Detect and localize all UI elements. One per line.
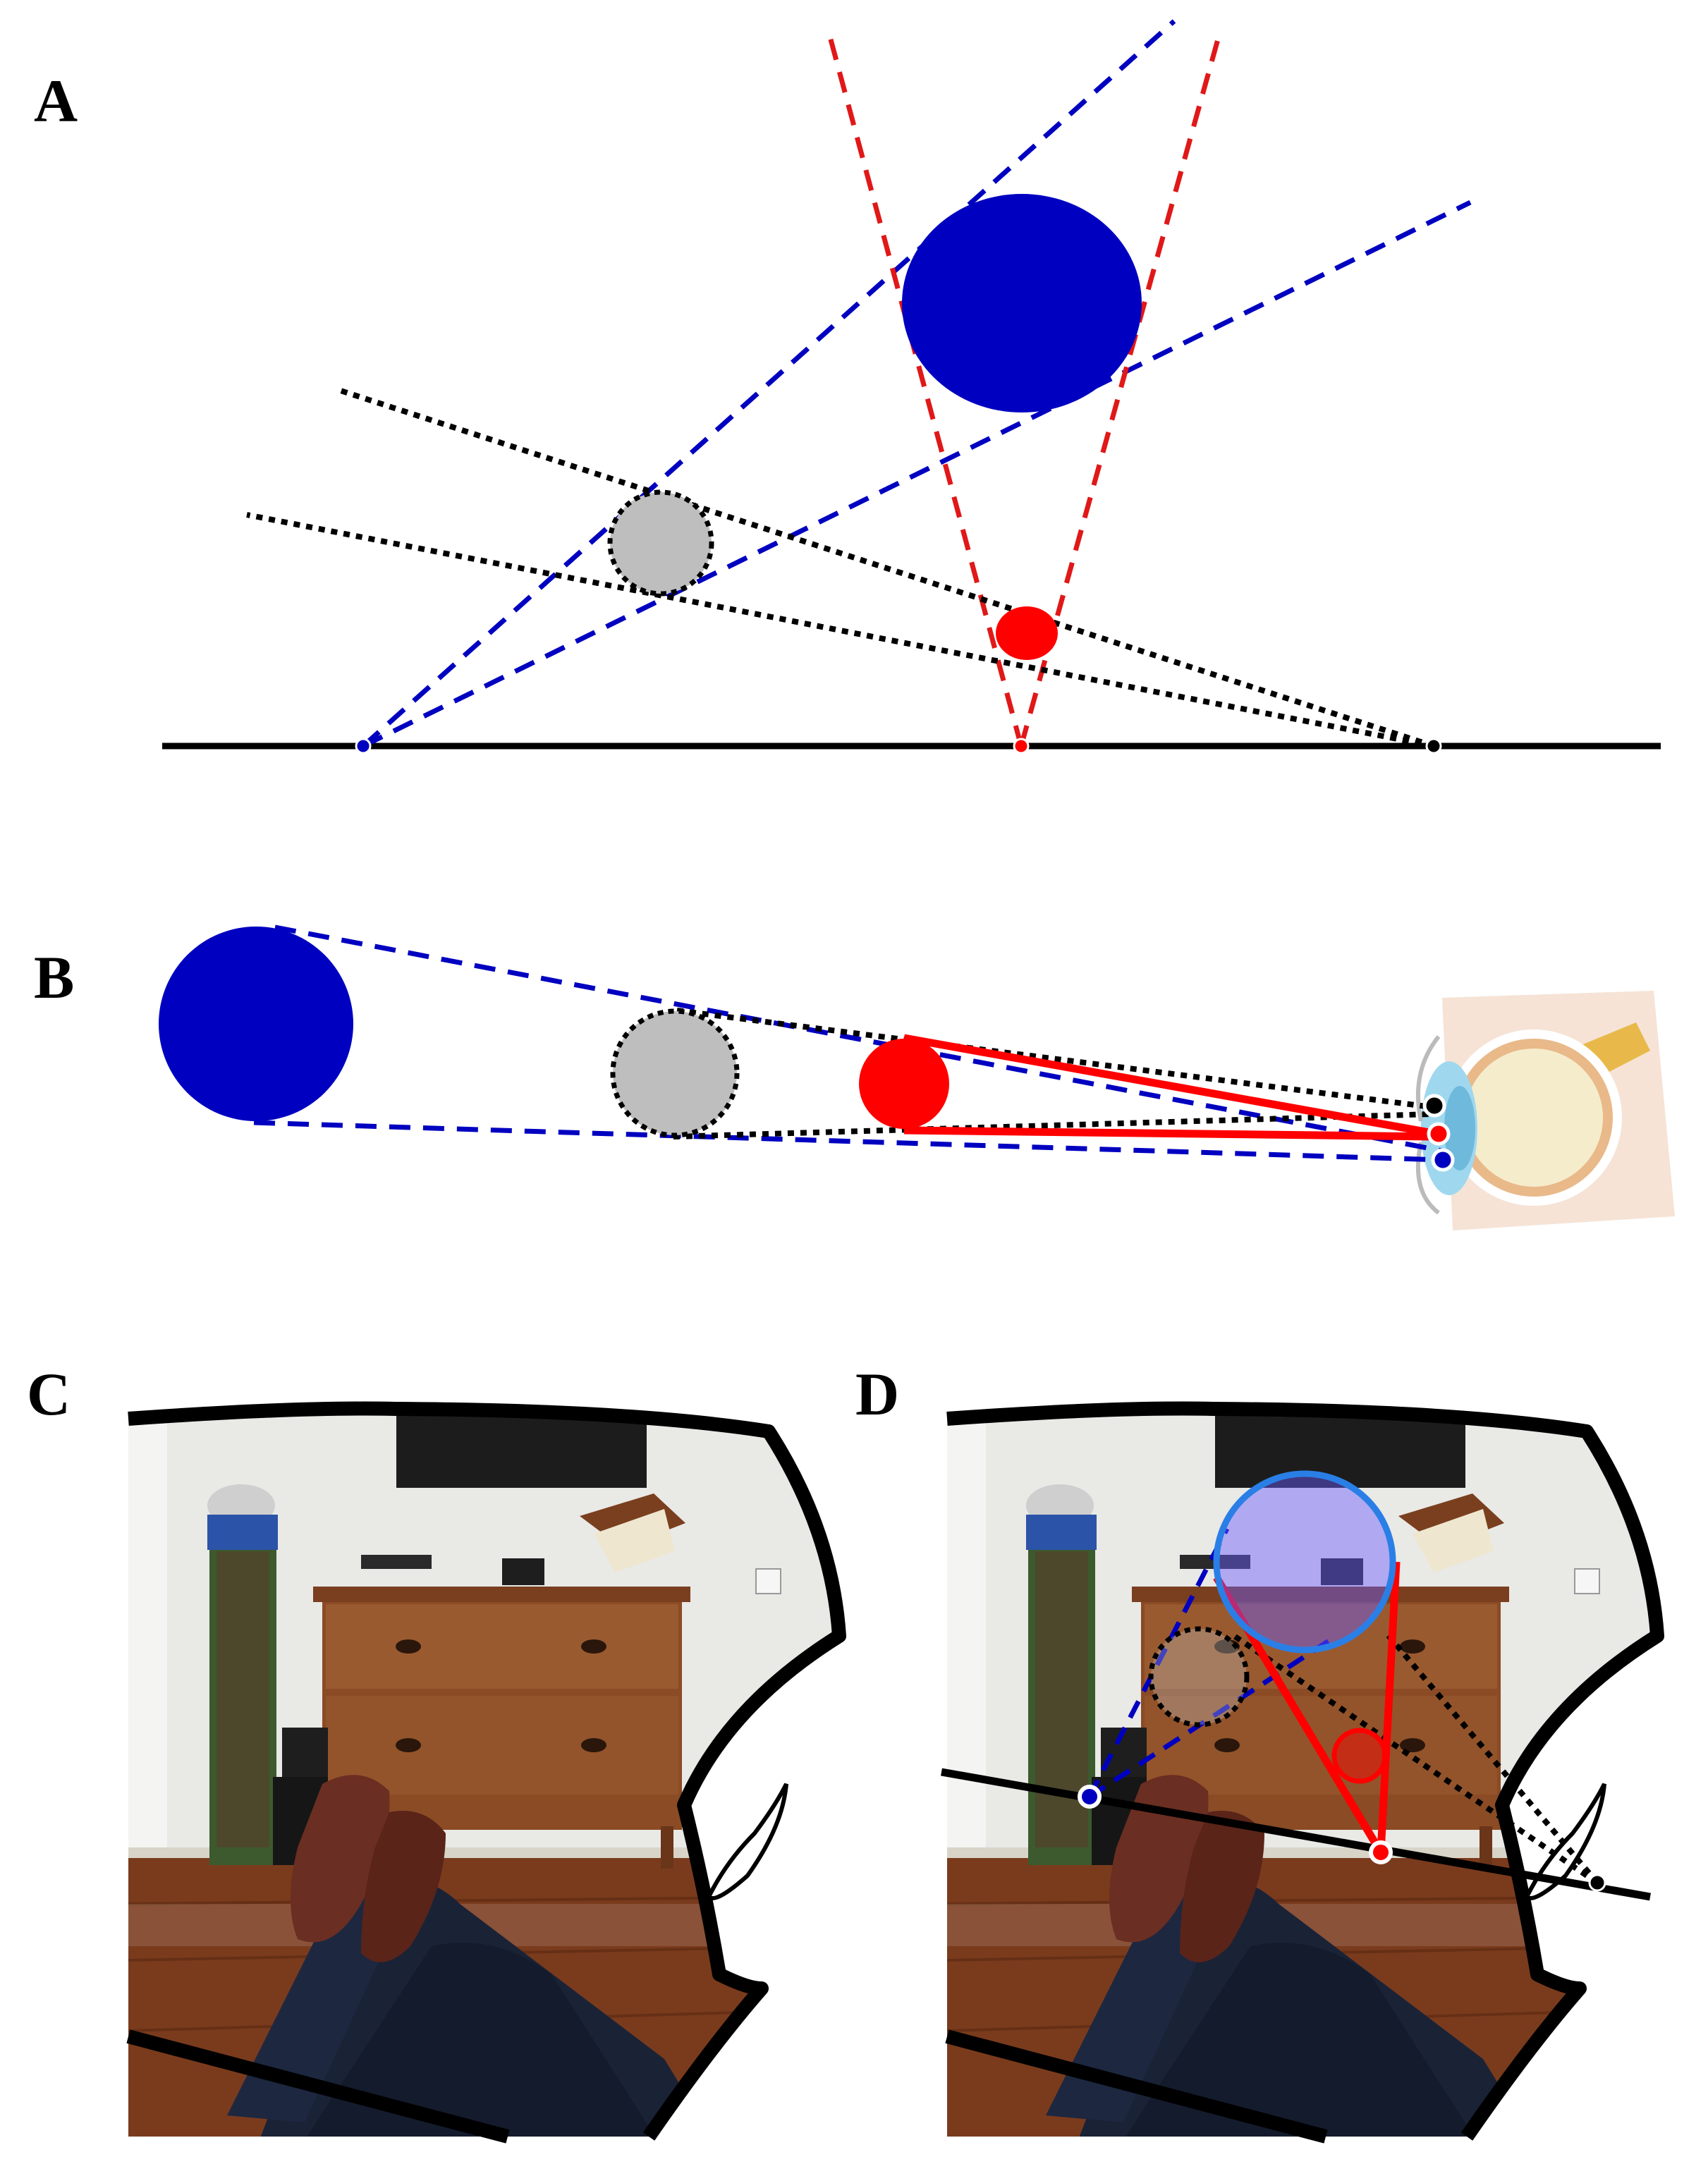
red-ray-left xyxy=(826,31,1024,747)
nose-outline xyxy=(706,1783,788,1900)
blue-viewpoint xyxy=(1431,1148,1455,1172)
blue-viewpoint xyxy=(1078,1785,1102,1809)
gray-circle xyxy=(610,1008,740,1138)
red-circle-overlay xyxy=(1331,1728,1388,1784)
red-ray-bottom xyxy=(903,1126,1438,1141)
blue-ray-left xyxy=(1087,1527,1230,1798)
panel-c-label: C xyxy=(27,1360,71,1428)
blue-ray-top xyxy=(274,924,1443,1154)
eye-cross-section-icon xyxy=(1415,991,1675,1230)
horizon-line xyxy=(941,1768,1651,1901)
blue-circle xyxy=(902,194,1142,413)
panel-b: B xyxy=(34,924,1675,1230)
visual-field-bottom xyxy=(945,2029,1328,2144)
panel-d-label: D xyxy=(855,1360,899,1428)
black-ray-lower xyxy=(246,512,1434,749)
black-ray-lower xyxy=(1383,1630,1600,1885)
blue-ray-right xyxy=(1088,1634,1338,1799)
red-circle xyxy=(996,606,1058,660)
visual-field-bottom xyxy=(126,2029,510,2144)
black-ray-upper xyxy=(1232,1633,1599,1886)
blue-viewpoint xyxy=(355,738,372,754)
red-viewpoint xyxy=(1427,1122,1451,1146)
black-viewpoint xyxy=(1588,1874,1606,1892)
blue-ray-lower xyxy=(362,200,1472,749)
red-ray-right xyxy=(1377,1561,1401,1853)
blue-circle-overlay xyxy=(1213,1470,1396,1654)
visual-field-outline xyxy=(946,1401,1664,2141)
red-ray-right xyxy=(1018,31,1223,747)
visual-field-outline xyxy=(128,1401,846,2141)
black-viewpoint xyxy=(1425,738,1442,754)
blue-ray-bottom xyxy=(253,1120,1443,1163)
blue-circle xyxy=(159,927,353,1121)
red-viewpoint xyxy=(1013,738,1030,754)
gray-circle xyxy=(607,489,714,597)
panel-c: C xyxy=(27,1360,846,2144)
gray-circle-overlay xyxy=(1148,1626,1250,1728)
black-ray-upper xyxy=(337,387,1435,749)
panel-a: A xyxy=(34,19,1661,754)
panel-b-label: B xyxy=(34,943,74,1011)
red-circle xyxy=(859,1039,949,1129)
panel-a-label: A xyxy=(34,67,78,135)
blue-ray-upper xyxy=(361,19,1176,748)
panel-d: D xyxy=(855,1360,1664,2144)
black-viewpoint xyxy=(1422,1094,1446,1118)
red-ray-top xyxy=(903,1034,1438,1138)
red-viewpoint xyxy=(1369,1840,1393,1864)
